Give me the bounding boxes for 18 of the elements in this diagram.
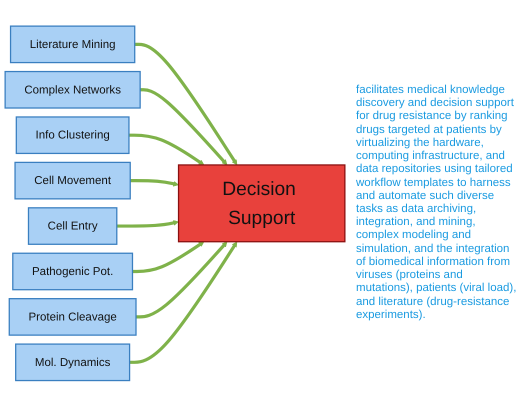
description-paragraph: facilitates medical knowledge discovery and decision support for drug resistance by ranking drugs targeted at patients by virtualizing the hardware, computing infrastructure, and data repositories using tailored workflow templates to harness and automate such diverse tasks as data archiving, integration, and mining, complex modeling and simulation, and the integration of biomedical information from viruses (proteins and mutations), patients (viral load), and literature (drug-resistance experiments). — [356, 84, 518, 322]
arrow — [130, 241, 238, 364]
node-box: Cell Movement — [14, 161, 131, 200]
arrow — [128, 133, 204, 165]
node-box: Info Clustering — [16, 116, 130, 154]
arrow — [116, 220, 179, 228]
node-box: Cell Entry — [28, 206, 118, 245]
node-box: Literature Mining — [10, 25, 136, 63]
node-box: Complex Networks — [4, 70, 141, 108]
node-box: Mol. Dynamics — [15, 343, 130, 381]
arrow — [134, 42, 238, 165]
arrow — [130, 178, 179, 186]
arrow — [136, 241, 228, 318]
node-box: Protein Cleavage — [8, 298, 137, 336]
node-box: Decision Support — [178, 164, 346, 242]
arrow — [132, 241, 204, 273]
node-box: Pathogenic Pot. — [12, 252, 134, 290]
arrow — [140, 88, 228, 165]
